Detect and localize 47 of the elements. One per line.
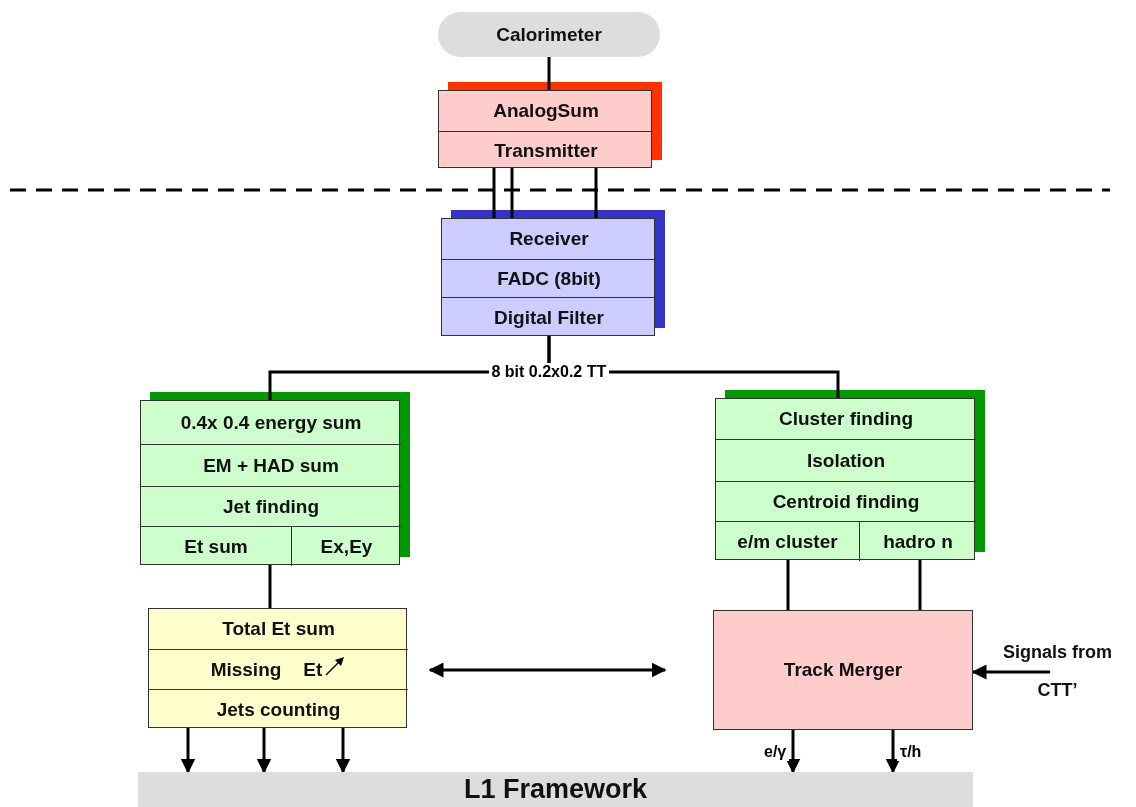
node-label: Track Merger — [783, 659, 903, 681]
row-label: Receiver — [509, 228, 589, 250]
module-block — [148, 608, 407, 728]
connector-line — [785, 730, 801, 774]
table-row — [859, 521, 976, 561]
row-label: AnalogSum — [493, 100, 599, 122]
connector-line — [492, 168, 496, 218]
row-label: Digital Filter — [494, 306, 604, 329]
connector-line — [180, 728, 196, 774]
connector-line — [335, 728, 351, 774]
row-label: Centroid finding — [772, 490, 920, 513]
row-label: Cluster finding — [778, 408, 914, 430]
row-label: FADC (8bit) — [497, 267, 601, 290]
row-label: hadro n — [883, 530, 953, 553]
row-label: Jet finding — [222, 495, 320, 518]
module-block — [140, 400, 400, 565]
connector-line — [428, 662, 667, 678]
connector-line — [885, 730, 901, 774]
row-label: Transmitter — [494, 139, 598, 162]
connector-line — [510, 168, 514, 218]
connector-line — [971, 664, 1050, 680]
connector-line — [594, 168, 598, 218]
row-label: Et sum — [184, 535, 248, 558]
row-label: Et — [303, 658, 323, 681]
module-block — [438, 90, 652, 168]
connector-line — [547, 57, 551, 90]
connector-line — [256, 728, 272, 774]
connector-line — [268, 565, 272, 608]
module-block — [441, 218, 655, 336]
row-label: 0.4x 0.4 energy sum — [180, 411, 362, 434]
row-label: Missing — [210, 658, 282, 681]
row-label: EM + HAD sum — [203, 454, 339, 477]
connector-line — [786, 560, 790, 610]
framework-bar — [138, 772, 973, 807]
connector-line — [918, 560, 922, 610]
table-row — [291, 526, 401, 566]
node-label: Calorimeter — [496, 23, 602, 46]
module-block — [715, 398, 975, 560]
row-label: e/m cluster — [737, 530, 838, 553]
node-label: L1 Framework — [463, 774, 648, 805]
row-label: Isolation — [806, 449, 886, 472]
edge-label: e/γ — [761, 743, 790, 761]
process-box — [713, 610, 973, 730]
node-label: Signals from CTT’ — [1003, 642, 1112, 700]
row-label: Total Et sum — [222, 618, 335, 640]
row-label: Ex,Ey — [320, 535, 373, 558]
row-label: Jets counting — [216, 698, 341, 721]
